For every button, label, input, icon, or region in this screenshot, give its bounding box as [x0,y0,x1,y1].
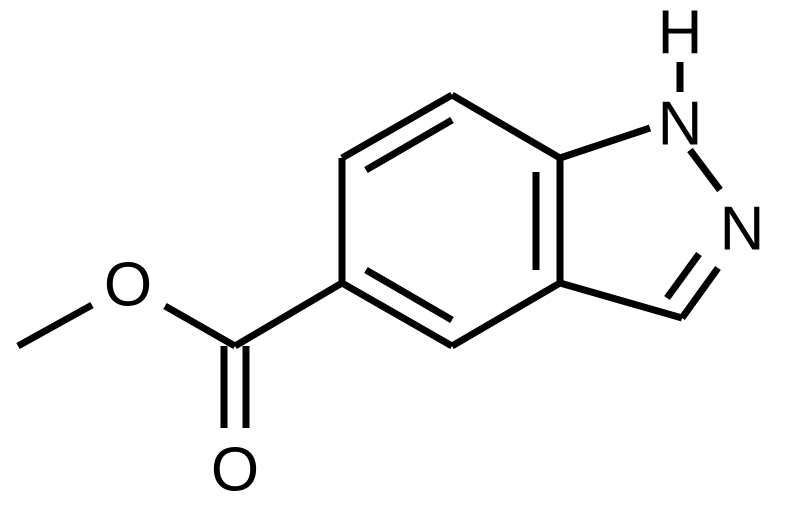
bond-c5-carbonyl-c [233,279,344,350]
bond-c4-c5 [340,279,454,350]
atom-label-ether-o: O [104,251,152,320]
bond-c7-c7a [450,91,562,162]
bond-c3-c3a [559,279,683,322]
atom-label-n1: N [658,90,703,159]
bond-n2-c3 [679,265,721,321]
atom-label-n2: N [720,195,765,264]
bond-carbonyl-c-ether-o [163,302,237,350]
bond-ether-o-methyl [16,301,94,350]
bond-inner-c6-c7 [364,116,454,174]
bond-n1-n2 [687,147,723,193]
atom-label-carbonyl-o: O [211,436,259,505]
bond-inner-c5-c4 [364,266,454,324]
bond-c7a-n1 [558,124,652,162]
atom-label-h: H [658,0,703,68]
bond-inner-n2-c3 [664,251,702,301]
bond-c6-c7 [340,91,454,162]
bond-c3a-c4 [450,279,562,350]
